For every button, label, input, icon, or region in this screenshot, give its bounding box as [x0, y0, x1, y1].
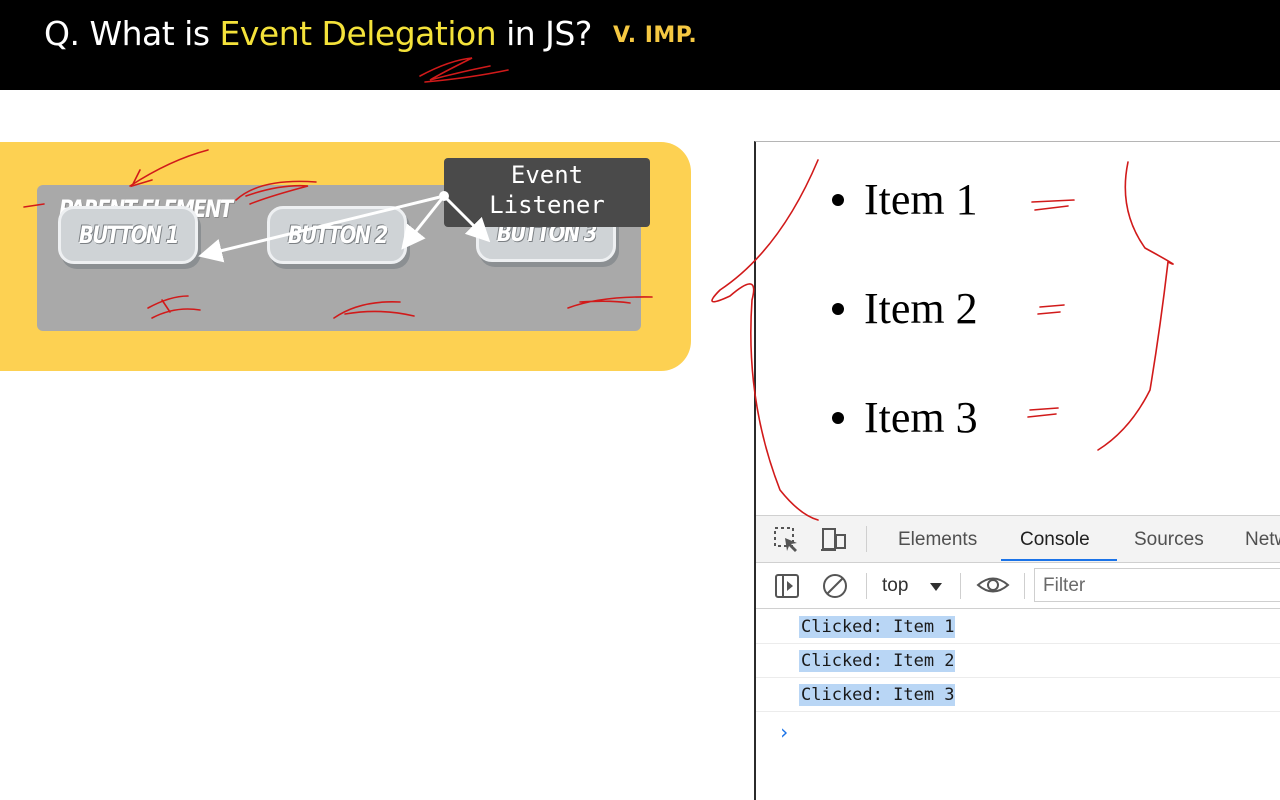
- sidebar-toggle-icon[interactable]: [773, 572, 801, 600]
- eye-icon[interactable]: [976, 571, 1010, 599]
- tab-separator: [866, 526, 867, 552]
- clear-console-icon[interactable]: [821, 572, 849, 600]
- toolbar-separator: [960, 573, 961, 599]
- listener-line-2: Listener: [489, 191, 605, 219]
- bullet-icon: [832, 194, 844, 206]
- devtools-tab-bar: Elements Console Sources Netw: [756, 516, 1280, 563]
- device-toolbar-icon[interactable]: [820, 526, 848, 554]
- title-prefix: Q. What is: [44, 14, 220, 53]
- console-log-text: Clicked: Item 2: [799, 650, 955, 672]
- diagram-button-2: BUTTON 2: [267, 206, 407, 264]
- toolbar-separator: [866, 573, 867, 599]
- tab-elements[interactable]: Elements: [898, 529, 978, 550]
- tab-network[interactable]: Netw: [1245, 529, 1280, 550]
- bullet-icon: [832, 412, 844, 424]
- console-log-text: Clicked: Item 3: [799, 684, 955, 706]
- tab-sources[interactable]: Sources: [1134, 529, 1204, 550]
- console-log-row: Clicked: Item 1: [756, 610, 1280, 644]
- console-log-row: Clicked: Item 2: [756, 644, 1280, 678]
- title-highlight: Event Delegation: [219, 14, 497, 53]
- question-title: Q. What is Event Delegation in JS?: [44, 14, 592, 53]
- browser-panel: Item 1 Item 2 Item 3 Elements Console So…: [754, 141, 1280, 800]
- tab-console[interactable]: Console: [1020, 529, 1090, 550]
- diagram-button-1-label: BUTTON 1: [78, 221, 180, 249]
- console-prompt-icon[interactable]: ›: [778, 720, 791, 744]
- list-item-label: Item 1: [864, 175, 978, 224]
- importance-badge: V. IMP.: [613, 23, 698, 48]
- filter-input[interactable]: Filter: [1034, 568, 1280, 602]
- console-log-row: Clicked: Item 3: [756, 678, 1280, 712]
- toolbar-separator: [1024, 573, 1025, 599]
- list-item-label: Item 3: [864, 393, 978, 442]
- context-selector[interactable]: top: [882, 575, 909, 596]
- listener-line-1: Event: [510, 161, 584, 189]
- header-bar: Q. What is Event Delegation in JS? V. IM…: [0, 0, 1280, 90]
- console-log-text: Clicked: Item 1: [799, 616, 955, 638]
- title-suffix: in JS?: [496, 14, 592, 53]
- list-item[interactable]: Item 2: [832, 283, 978, 334]
- devtools-panel: Elements Console Sources Netw top: [756, 515, 1280, 800]
- console-toolbar: top Filter: [756, 563, 1280, 609]
- event-delegation-diagram: PARENT ELEMENT BUTTON 1 BUTTON 2 BUTTON …: [0, 142, 691, 371]
- list-item-label: Item 2: [864, 284, 978, 333]
- diagram-button-1: BUTTON 1: [58, 206, 198, 264]
- chevron-down-icon[interactable]: [930, 583, 942, 591]
- list-item[interactable]: Item 1: [832, 174, 978, 225]
- active-tab-indicator: [1001, 559, 1117, 561]
- bullet-icon: [832, 303, 844, 315]
- list-item[interactable]: Item 3: [832, 392, 978, 443]
- diagram-button-2-label: BUTTON 2: [287, 221, 389, 249]
- inspect-element-icon[interactable]: [773, 526, 801, 554]
- event-listener-box: Event Listener: [444, 158, 650, 227]
